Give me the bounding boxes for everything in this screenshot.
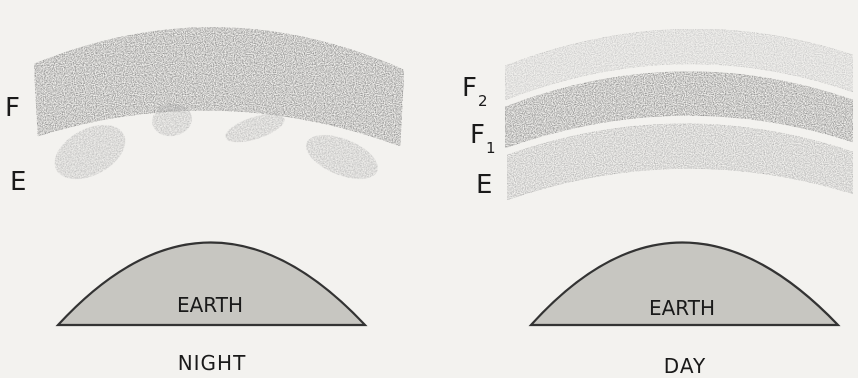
night-earth-label: EARTH (177, 293, 243, 317)
day-e-label: E (476, 170, 492, 200)
day-f2-subscript: 2 (478, 92, 488, 110)
night-e-label: E (10, 167, 26, 197)
day-f1-label: F (470, 120, 485, 150)
day-panel: F 2 F 1 E EARTH DAY (462, 29, 853, 378)
day-f1-subscript: 1 (486, 139, 496, 157)
day-caption: DAY (664, 354, 706, 378)
day-earth-label: EARTH (649, 296, 715, 320)
day-f2-label: F (462, 73, 477, 103)
night-panel: F E EARTH NIGHT (5, 27, 404, 375)
night-f-label: F (5, 93, 20, 123)
day-e-layer (507, 124, 853, 200)
night-caption: NIGHT (178, 351, 247, 375)
